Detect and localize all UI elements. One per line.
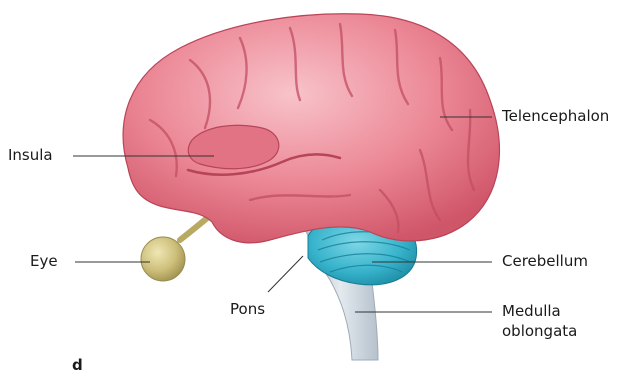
label-medulla-line2: oblongata bbox=[502, 322, 577, 341]
label-eye: Eye bbox=[30, 252, 58, 271]
panel-letter: d bbox=[72, 356, 83, 374]
label-medulla-line1: Medulla bbox=[502, 302, 561, 321]
cerebrum-shape bbox=[123, 14, 499, 243]
label-pons: Pons bbox=[230, 300, 265, 319]
eye-shape bbox=[141, 237, 185, 281]
label-insula: Insula bbox=[8, 146, 53, 165]
label-cerebellum: Cerebellum bbox=[502, 252, 588, 271]
leader-pons bbox=[268, 256, 303, 292]
label-telencephalon: Telencephalon bbox=[502, 107, 609, 126]
